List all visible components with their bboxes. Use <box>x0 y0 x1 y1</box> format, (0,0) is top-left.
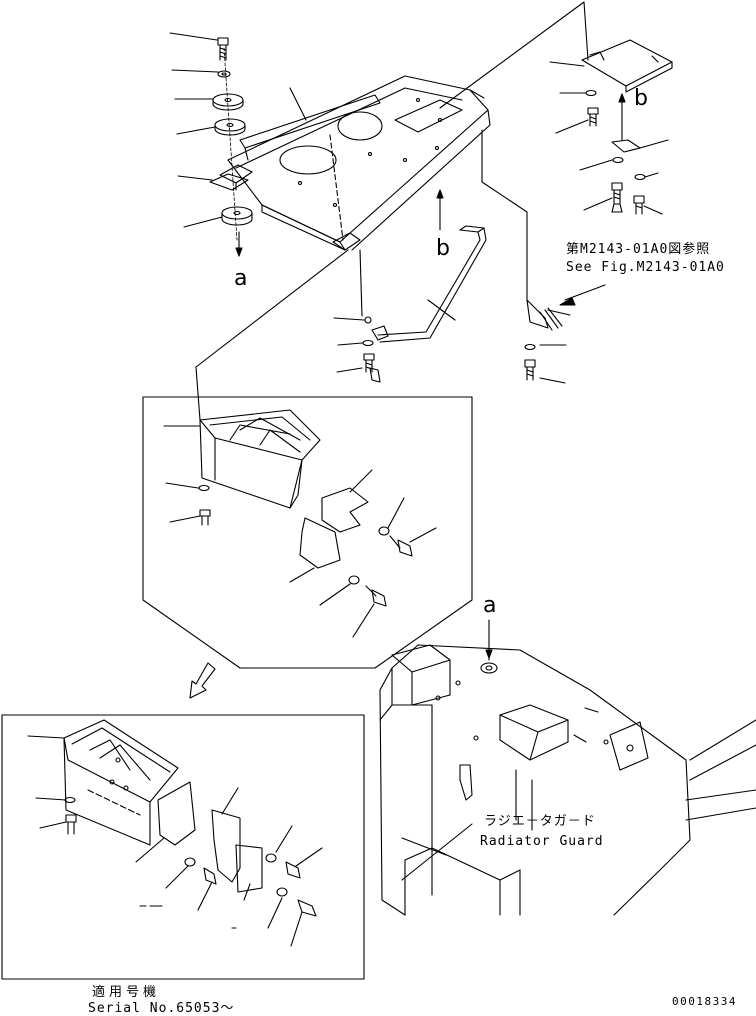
view-transfer-arrow <box>189 662 216 699</box>
left-fastener-stack <box>169 32 307 257</box>
main-frame-assembly <box>219 75 491 251</box>
reference-note-en: See Fig.M2143-01A0 <box>566 260 725 275</box>
radiator-guard-view <box>379 619 756 916</box>
frame-leader-lines <box>195 1 589 421</box>
view-label-a-lower: a <box>483 593 497 618</box>
handrail <box>371 225 487 343</box>
view-label-b-right: b <box>634 86 648 111</box>
detail-box-lower <box>1 714 365 980</box>
radiator-guard-label-jp: ラジエ－タガ－ド <box>484 814 596 829</box>
view-label-b-center: b <box>436 236 450 261</box>
reference-note-jp: 第M2143-01A0図参照 <box>566 242 711 257</box>
detail-frame-middle <box>142 396 473 669</box>
harness-clamp <box>524 284 606 384</box>
arrow-b-center <box>436 189 444 231</box>
serial-label-en: Serial No.65053～ <box>88 1001 235 1016</box>
view-label-a-top: a <box>234 266 248 291</box>
drawing-number: 00018334 <box>672 995 737 1008</box>
cover-plate-assembly <box>549 39 673 215</box>
serial-label-jp: 適用号機 <box>92 985 161 1000</box>
handrail-fasteners <box>333 316 381 383</box>
radiator-guard-label-en: Radiator Guard <box>480 834 604 849</box>
